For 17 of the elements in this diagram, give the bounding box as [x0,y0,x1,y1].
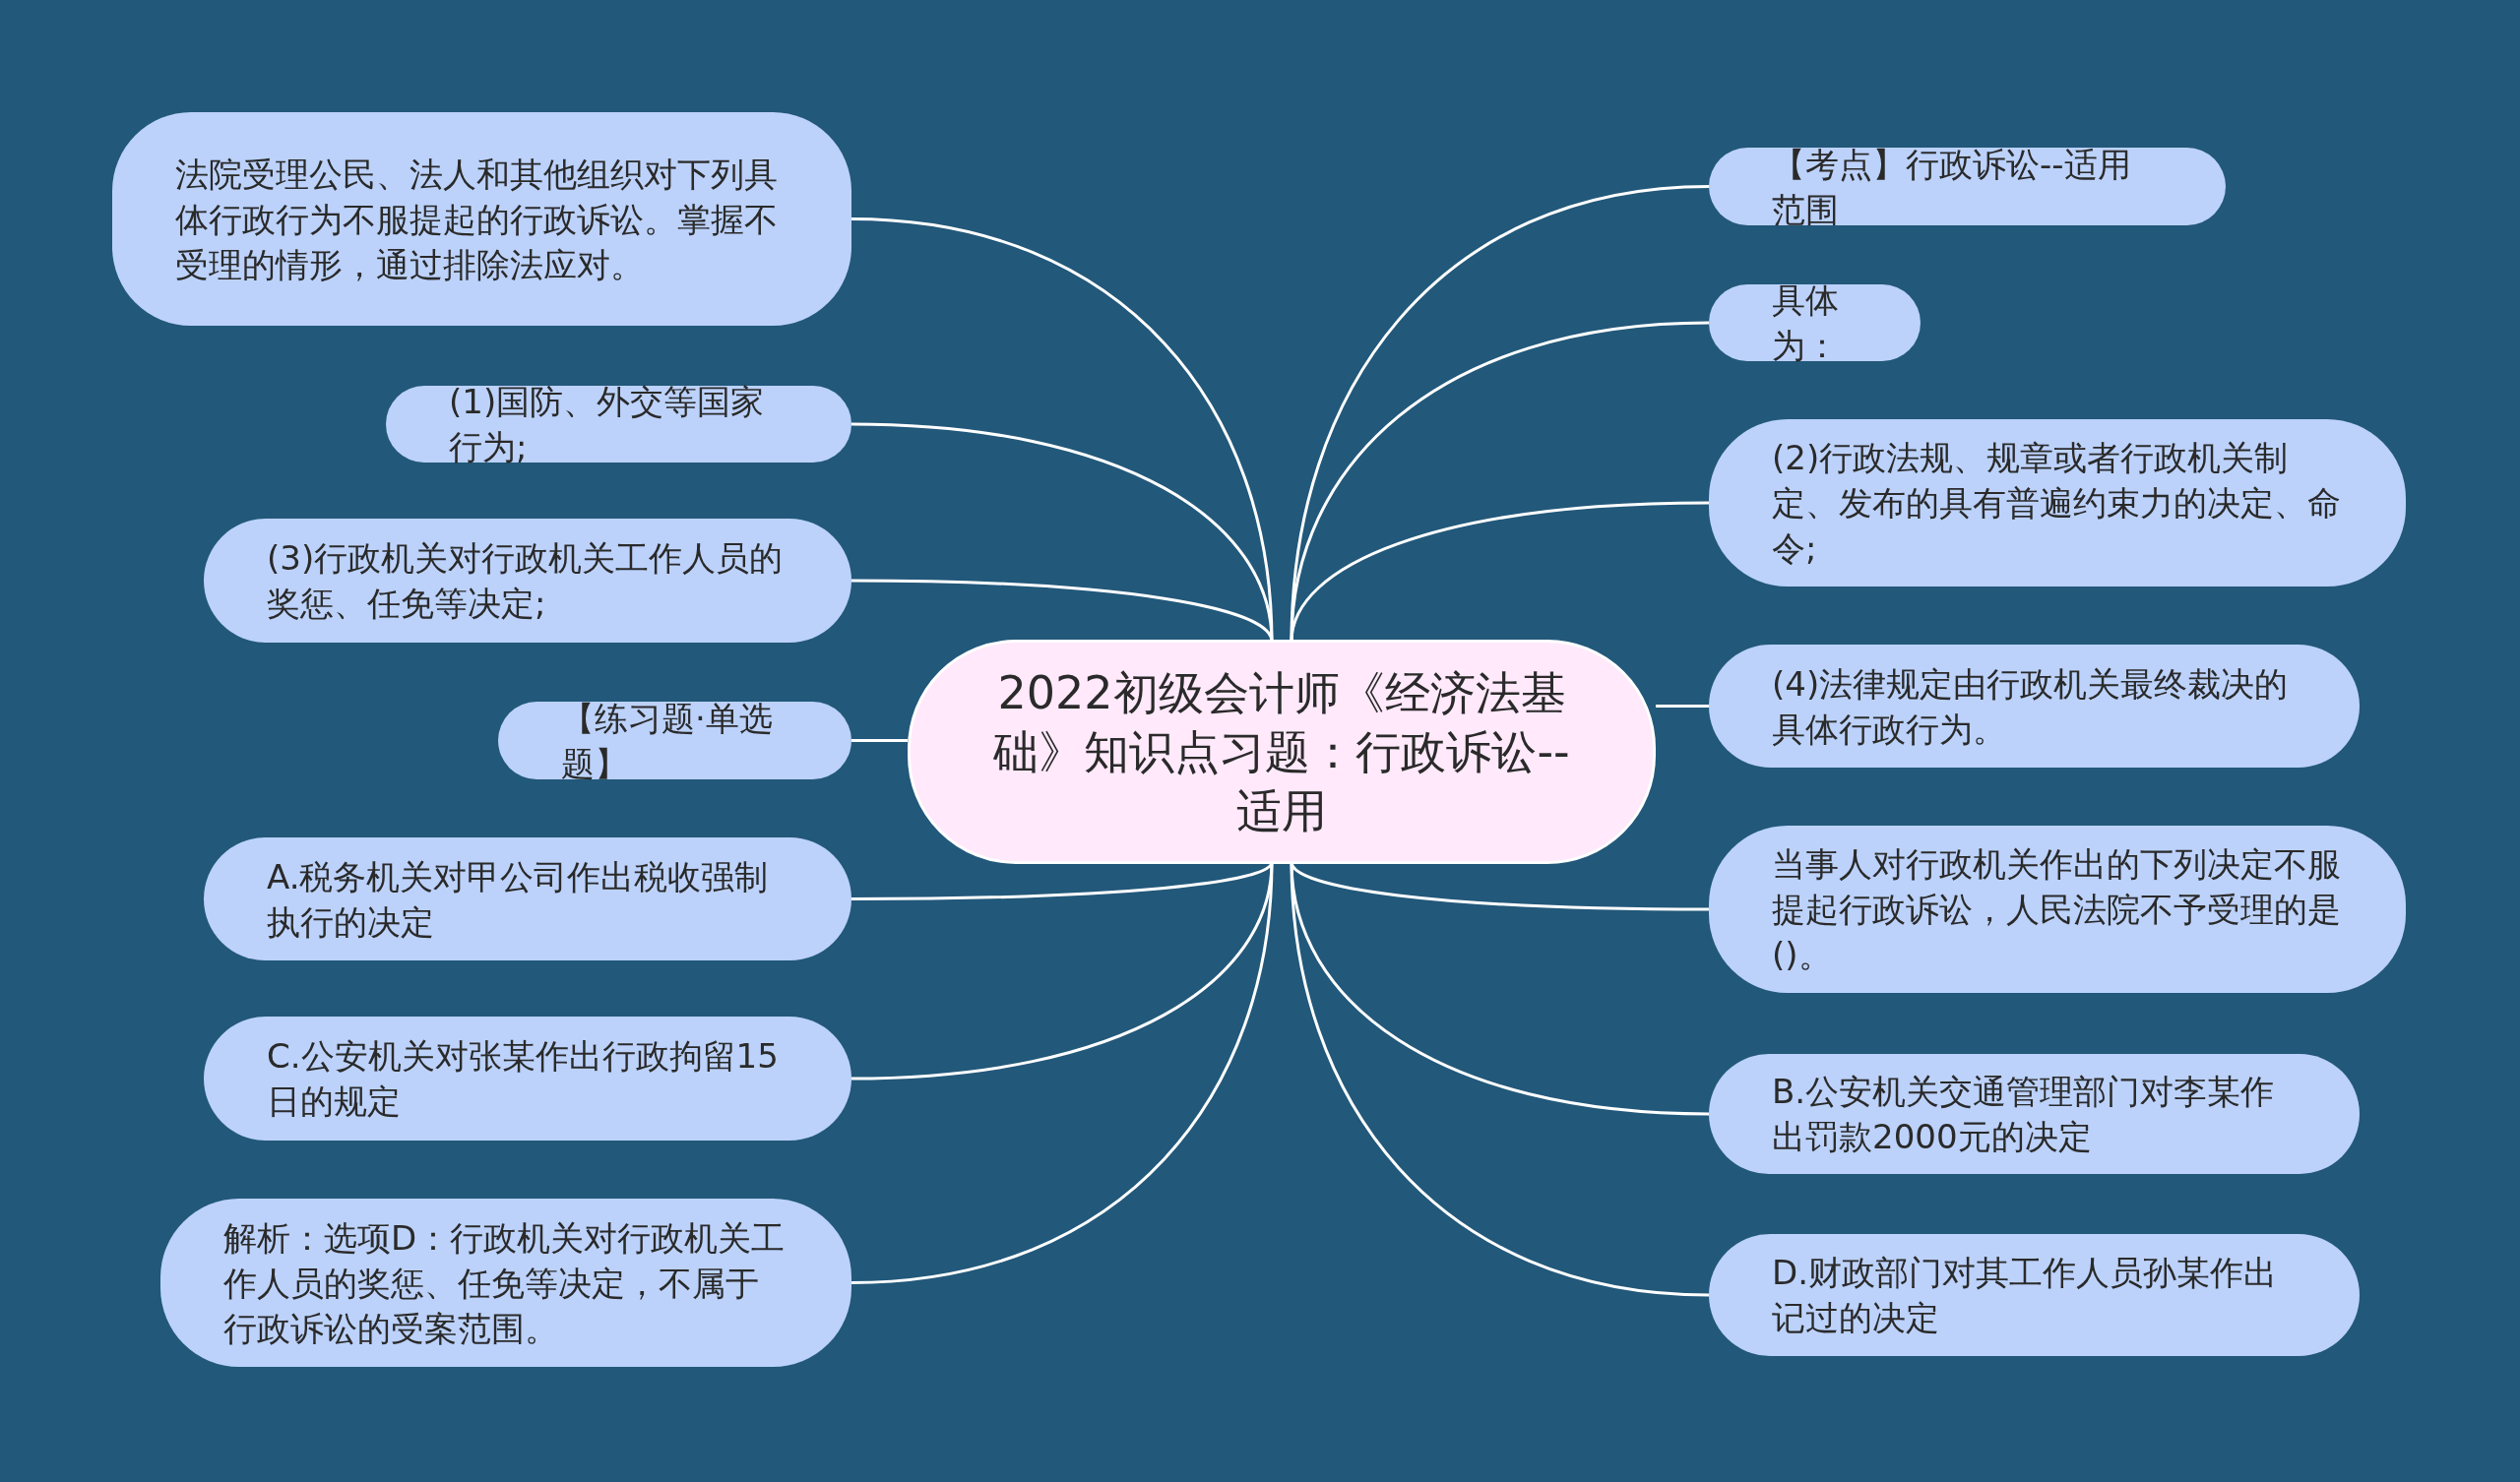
topic-box: 解析：选项D：行政机关对行政机关工作人员的奖惩、任免等决定，不属于行政诉讼的受案范围。 [160,1199,851,1367]
topic-box: D.财政部门对其工作人员孙某作出记过的决定 [1709,1234,2360,1356]
topic-box: A.税务机关对甲公司作出税收强制执行的决定 [204,837,851,960]
topic-box: 【考点】行政诉讼--适用范围 [1709,148,2226,225]
topic-box: B.公安机关交通管理部门对李某作出罚款2000元的决定 [1709,1054,2360,1174]
connector-line [851,739,908,742]
topic-box: (1)国防、外交等国家行为; [386,386,851,463]
topic-box: 【练习题·单选题】 [498,702,851,779]
topic-box: (2)行政法规、规章或者行政机关制定、发布的具有普遍约束力的决定、命令; [1709,419,2406,587]
central-topic: 2022初级会计师《经济法基础》知识点习题：行政诉讼--适用 [908,640,1656,864]
topic-box: 具体为： [1709,284,1921,361]
topic-box: 法院受理公民、法人和其他组织对下列具体行政行为不服提起的行政诉讼。掌握不受理的情形，通过排除法应对。 [112,112,851,326]
topic-box: 当事人对行政机关作出的下列决定不服提起行政诉讼，人民法院不予受理的是()。 [1709,826,2406,993]
topic-box: C.公安机关对张某作出行政拘留15日的规定 [204,1017,851,1141]
topic-box: (4)法律规定由行政机关最终裁决的具体行政行为。 [1709,645,2360,768]
topic-box: (3)行政机关对行政机关工作人员的奖惩、任免等决定; [204,519,851,643]
connector-line [1656,705,1709,708]
